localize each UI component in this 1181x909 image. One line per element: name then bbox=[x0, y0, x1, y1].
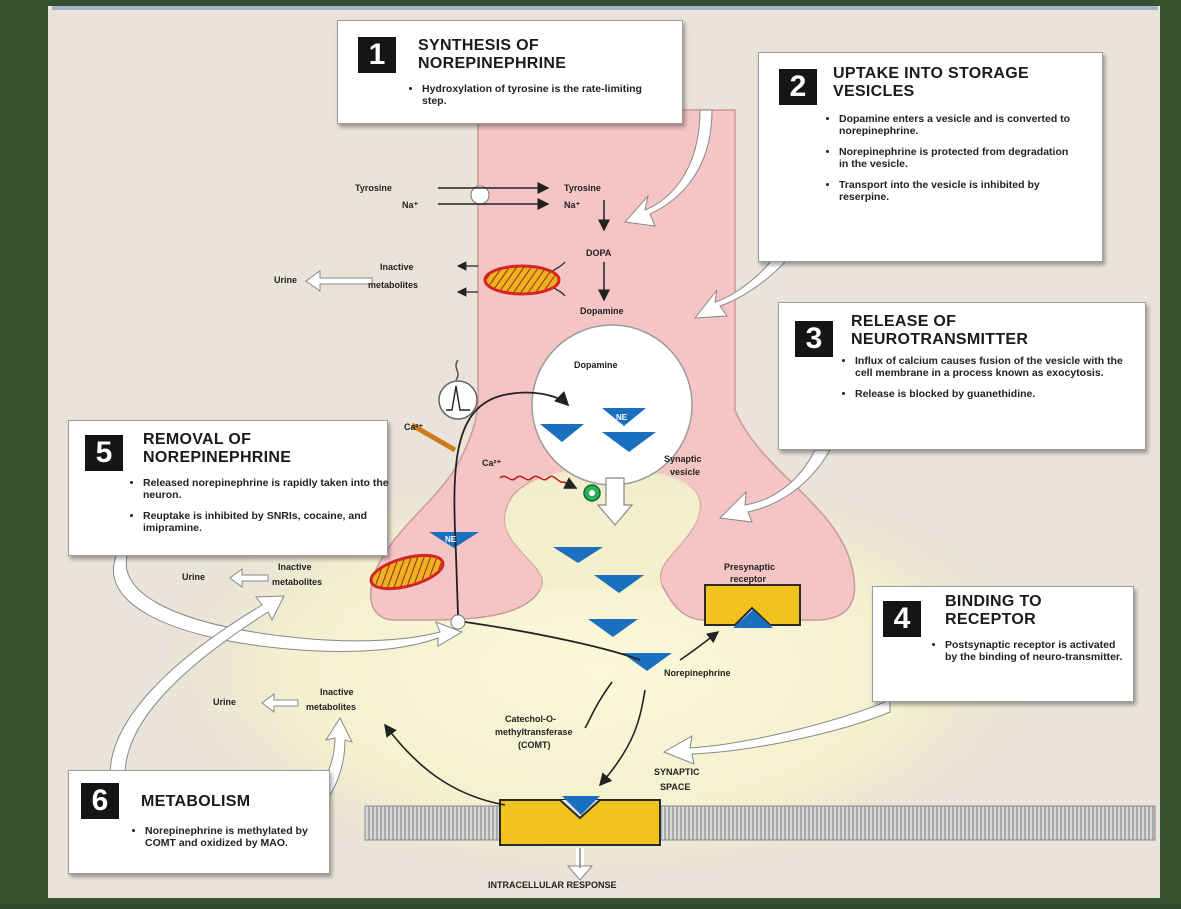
step-title-5: REMOVAL OF NOREPINEPHRINE bbox=[143, 431, 363, 467]
label-intracellular: INTRACELLULAR RESPONSE bbox=[488, 880, 617, 890]
label-ca-out: Ca²⁺ bbox=[404, 422, 424, 432]
step-2-bullet-2: Norepinephrine is protected from degrada… bbox=[839, 146, 1079, 170]
label-synaptic: Synaptic bbox=[664, 454, 702, 464]
step-bullets-4: Postsynaptic receptor is activated by th… bbox=[931, 639, 1125, 663]
label-metabolites-1: metabolites bbox=[368, 280, 418, 290]
label-dopamine-vesicle: Dopamine bbox=[574, 360, 618, 370]
label-tyrosine-in: Tyrosine bbox=[564, 183, 601, 193]
label-na-out: Na⁺ bbox=[402, 200, 419, 210]
label-vesicle: vesicle bbox=[670, 467, 700, 477]
label-dopa: DOPA bbox=[586, 248, 612, 258]
postsynaptic-membrane bbox=[365, 806, 1155, 840]
step-number-5: 5 bbox=[85, 435, 123, 471]
mao-mitochondrion-upper bbox=[485, 266, 559, 294]
label-presynaptic: Presynaptic bbox=[724, 562, 775, 572]
step-bullets-3: Influx of calcium causes fusion of the v… bbox=[841, 355, 1135, 400]
step-bullets-2: Dopamine enters a vesicle and is convert… bbox=[825, 113, 1079, 203]
callout-synthesis: 1 SYNTHESIS OF NOREPINEPHRINE Hydroxylat… bbox=[337, 20, 683, 124]
step-2-bullet-1: Dopamine enters a vesicle and is convert… bbox=[839, 113, 1079, 137]
step-number-4: 4 bbox=[883, 601, 921, 637]
label-dopamine: Dopamine bbox=[580, 306, 624, 316]
step-number-3: 3 bbox=[795, 321, 833, 357]
step-bullets-5: Released norepinephrine is rapidly taken… bbox=[129, 477, 393, 534]
step-number-6: 6 bbox=[81, 783, 119, 819]
step-title-4: BINDING TO RECEPTOR bbox=[945, 593, 1105, 629]
step-2-bullet-3: Transport into the vesicle is inhibited … bbox=[839, 179, 1079, 203]
step-5-bullet-2: Reuptake is inhibited by SNRIs, cocaine,… bbox=[143, 510, 393, 534]
label-metabolites-2: metabolites bbox=[272, 577, 322, 587]
label-comt-2: methyltransferase bbox=[495, 727, 573, 737]
top-border bbox=[52, 6, 1158, 10]
label-comt-3: (COMT) bbox=[518, 740, 551, 750]
label-comt-1: Catechol-O- bbox=[505, 714, 556, 724]
label-ne-vesicle: NE bbox=[616, 413, 628, 422]
reuptake-transporter bbox=[451, 615, 465, 629]
step-title-6: METABOLISM bbox=[141, 793, 311, 811]
step-3-bullet-1: Influx of calcium causes fusion of the v… bbox=[855, 355, 1135, 379]
label-synaptic-space-2: SPACE bbox=[660, 782, 690, 792]
step-bullets-6: Norepinephrine is methylated by COMT and… bbox=[131, 825, 325, 849]
label-metabolites-3: metabolites bbox=[306, 702, 356, 712]
step-4-bullet-1: Postsynaptic receptor is activated by th… bbox=[945, 639, 1125, 663]
callout-removal: 5 REMOVAL OF NOREPINEPHRINE Released nor… bbox=[68, 420, 388, 556]
step-6-bullet-1: Norepinephrine is methylated by COMT and… bbox=[145, 825, 325, 849]
step-1-bullet-1: Hydroxylation of tyrosine is the rate-li… bbox=[422, 83, 642, 107]
step-5-bullet-1: Released norepinephrine is rapidly taken… bbox=[143, 477, 393, 501]
label-receptor: receptor bbox=[730, 574, 767, 584]
label-urine-2: Urine bbox=[182, 572, 205, 582]
step-number-2: 2 bbox=[779, 69, 817, 105]
callout-metabolism: 6 METABOLISM Norepinephrine is methylate… bbox=[68, 770, 330, 874]
step-title-1: SYNTHESIS OF NOREPINEPHRINE bbox=[418, 37, 618, 73]
label-norepinephrine: Norepinephrine bbox=[664, 668, 731, 678]
label-ne-reuptake: NE bbox=[445, 535, 457, 544]
step-3-bullet-2: Release is blocked by guanethidine. bbox=[855, 388, 1135, 400]
step-title-2: UPTAKE INTO STORAGE VESICLES bbox=[833, 65, 1053, 101]
callout-release: 3 RELEASE OF NEUROTRANSMITTER Influx of … bbox=[778, 302, 1146, 450]
label-synaptic-space-1: SYNAPTIC bbox=[654, 767, 700, 777]
label-tyrosine-out: Tyrosine bbox=[355, 183, 392, 193]
label-inactive-3: Inactive bbox=[320, 687, 354, 697]
label-ca-in: Ca²⁺ bbox=[482, 458, 502, 468]
label-inactive-1: Inactive bbox=[380, 262, 414, 272]
label-urine-3: Urine bbox=[213, 697, 236, 707]
step-title-3: RELEASE OF NEUROTRANSMITTER bbox=[851, 313, 1101, 349]
callout-binding: 4 BINDING TO RECEPTOR Postsynaptic recep… bbox=[872, 586, 1134, 702]
label-urine-1: Urine bbox=[274, 275, 297, 285]
callout-uptake: 2 UPTAKE INTO STORAGE VESICLES Dopamine … bbox=[758, 52, 1103, 262]
step-bullets-1: Hydroxylation of tyrosine is the rate-li… bbox=[408, 83, 642, 107]
label-na-in: Na⁺ bbox=[564, 200, 581, 210]
step-number-1: 1 bbox=[358, 37, 396, 73]
label-inactive-2: Inactive bbox=[278, 562, 312, 572]
